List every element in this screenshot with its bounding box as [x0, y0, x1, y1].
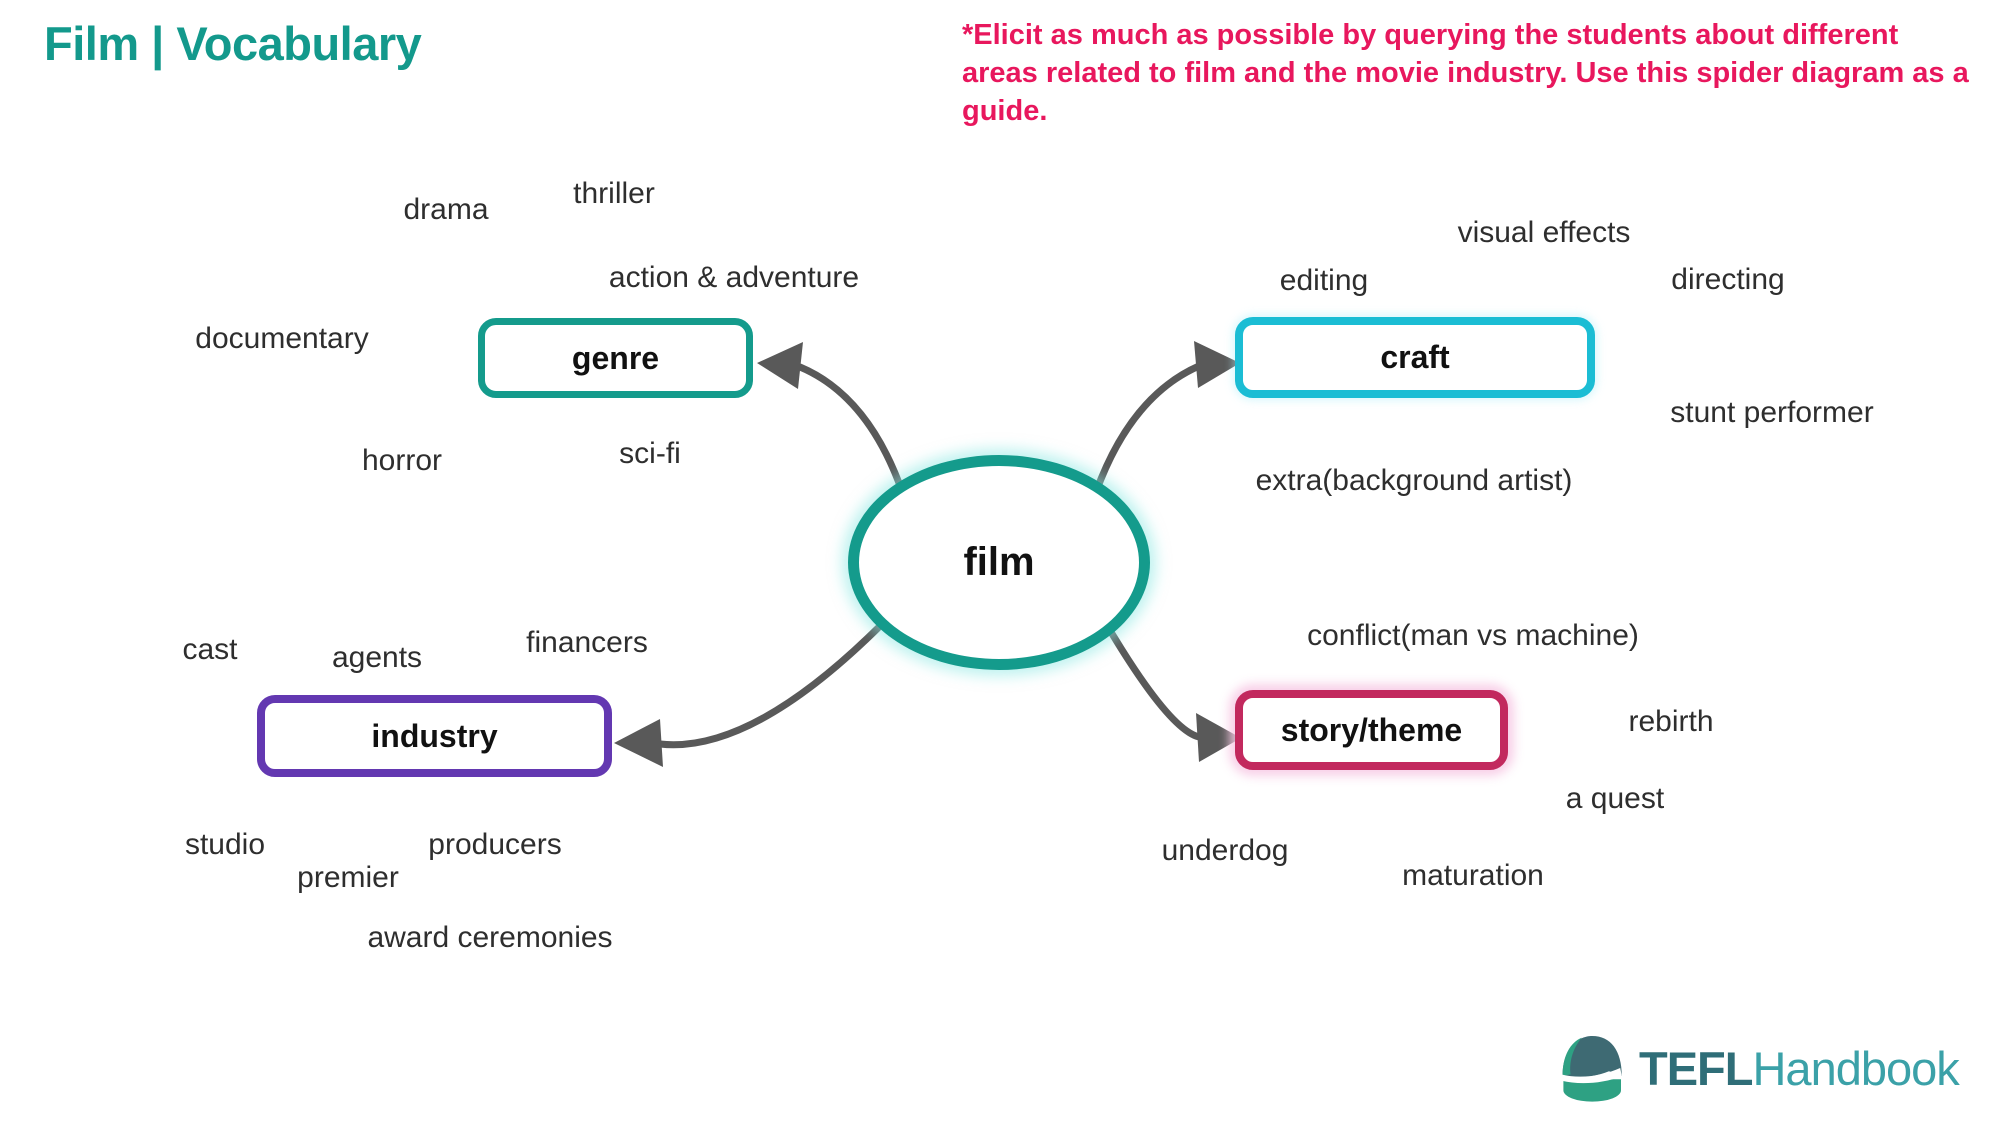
vocab-word-craft: extra(background artist)	[1255, 464, 1573, 497]
vocab-word-industry: agents	[331, 641, 423, 674]
vocab-word-story: underdog	[1161, 834, 1289, 867]
tefl-handbook-dome-icon	[1561, 1036, 1622, 1102]
node-craft: craft	[1235, 317, 1595, 398]
vocab-word-industry: cast	[182, 633, 238, 666]
vocab-word-genre: horror	[361, 444, 443, 477]
node-story: story/theme	[1235, 690, 1508, 770]
page-title: Film | Vocabulary	[44, 17, 422, 70]
center-node-label: film	[963, 540, 1035, 584]
logo-tefl-text: TEFL	[1639, 1041, 1753, 1095]
vocab-word-story: conflict(man vs machine)	[1307, 619, 1639, 652]
vocab-word-craft: editing	[1279, 264, 1369, 297]
vocab-word-genre: drama	[403, 193, 489, 226]
vocab-word-genre: sci-fi	[619, 437, 681, 470]
node-industry-label: industry	[371, 717, 498, 754]
node-industry: industry	[257, 695, 612, 777]
vocab-word-craft: directing	[1671, 263, 1785, 296]
node-craft-label: craft	[1380, 339, 1450, 375]
arrowhead-story	[1196, 713, 1241, 762]
arrow-film-to-story	[1107, 628, 1203, 741]
logo-handbook-text: Handbook	[1752, 1041, 1959, 1095]
arrow-film-to-industry	[656, 624, 882, 749]
node-genre: genre	[478, 318, 753, 398]
vocab-word-industry: producers	[428, 828, 562, 861]
arrowhead-genre	[757, 342, 803, 389]
vocab-word-industry: studio	[184, 828, 266, 861]
arrow-film-to-craft	[1092, 362, 1203, 496]
vocab-word-craft: visual effects	[1457, 216, 1631, 249]
vocab-word-genre: action & adventure	[608, 261, 860, 294]
vocab-word-industry: premier	[297, 861, 399, 894]
tefl-handbook-logo: TEFLHandbook	[1553, 1026, 1960, 1110]
vocab-word-genre: documentary	[195, 322, 369, 355]
vocab-word-industry: award ceremonies	[367, 921, 613, 954]
vocab-word-industry: financers	[526, 626, 648, 659]
arrow-film-to-genre	[796, 363, 907, 498]
arrowhead-industry	[614, 719, 663, 767]
center-node-film: film	[848, 455, 1150, 670]
vocab-word-genre: thriller	[573, 177, 655, 210]
node-story-label: story/theme	[1280, 711, 1463, 748]
arrowhead-craft	[1194, 341, 1240, 388]
vocab-word-story: a quest	[1565, 782, 1665, 815]
vocab-word-story: rebirth	[1628, 705, 1714, 738]
node-genre-label: genre	[571, 339, 660, 376]
vocab-word-craft: stunt performer	[1670, 396, 1874, 429]
vocab-word-story: maturation	[1402, 859, 1544, 892]
tefl-handbook-logo-text: TEFLHandbook	[1639, 1041, 1960, 1096]
teacher-note: *Elicit as much as possible by querying …	[962, 19, 1969, 127]
